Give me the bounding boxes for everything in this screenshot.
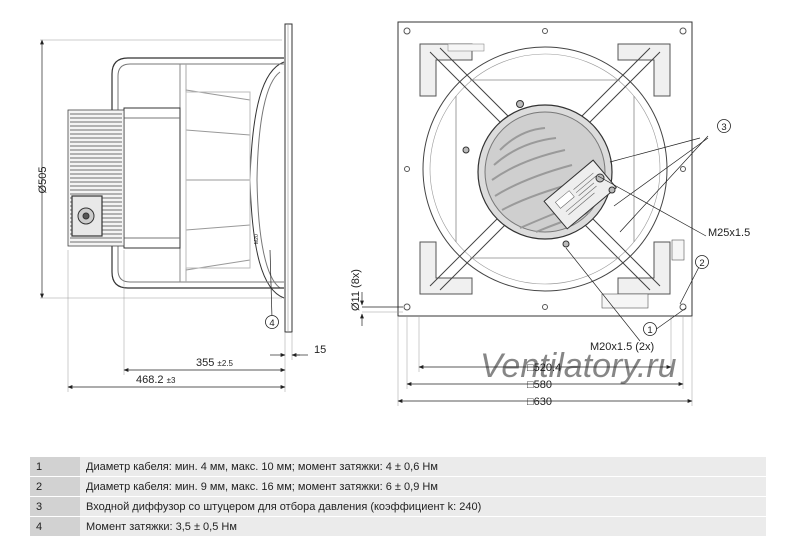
dim-thread-small: M20x1.5 (2x) [590,341,654,353]
table-row: 1 Диаметр кабеля: мин. 4 мм, макс. 10 мм… [30,457,766,477]
svg-text:3: 3 [721,122,726,133]
callout-2: 2 [695,255,709,269]
dim-diameter: Ø505 [37,167,49,194]
note-text: Диаметр кабеля: мин. 9 мм, макс. 16 мм; … [80,476,766,497]
note-number: 2 [30,476,80,497]
svg-text:1: 1 [647,325,652,336]
motor-fins [67,109,125,247]
note-number: 3 [30,496,80,517]
note-text: Входной диффузор со штуцером для отбора … [80,496,766,517]
dim-thread-large: M25x1.5 [708,227,750,239]
side-dimensions [40,39,308,392]
dim-frame-outer: □630 [527,396,552,408]
svg-text:2: 2 [699,258,704,269]
note-number: 1 [30,457,80,477]
table-row: 2 Диаметр кабеля: мин. 9 мм, макс. 16 мм… [30,476,766,497]
table-row: 3 Входной диффузор со штуцером для отбор… [30,496,766,517]
diagonal-struts [429,47,661,291]
support-strut-bottom [111,238,284,289]
dim-holes: Ø11 (8x) [350,269,362,311]
dim-frame-inner: □580 [527,379,552,391]
support-strut-top [111,57,284,110]
dim-depth: 355 ±2.5 [196,357,233,369]
callout-4: 4 [265,315,279,329]
motor-body [123,107,181,249]
note-text: Диаметр кабеля: мин. 4 мм, макс. 10 мм; … [80,457,766,477]
notes-table: 1 Диаметр кабеля: мин. 4 мм, макс. 10 мм… [30,457,766,537]
dim-overall-length: 468.2 ±3 [136,374,176,386]
callout-1: 1 [643,322,657,336]
callout-3: 3 [717,119,731,133]
mounting-plate [284,23,293,333]
watermark: Ventilatory.ru [480,347,677,385]
inlet-ring [422,46,668,292]
inlet-cone [249,61,285,299]
front-dimensions [360,135,709,406]
corner-brackets [419,43,671,295]
side-view: M20 [67,23,293,333]
technical-drawing: M20 Ø505 355 ±2.5 468.2 ±3 15 4 [37,21,750,408]
dim-flange: 15 [314,344,326,356]
svg-text:M20: M20 [254,234,260,244]
dim-bolt-spacing: □520.4 [527,362,561,374]
front-view [397,21,693,317]
svg-text:4: 4 [269,318,274,329]
